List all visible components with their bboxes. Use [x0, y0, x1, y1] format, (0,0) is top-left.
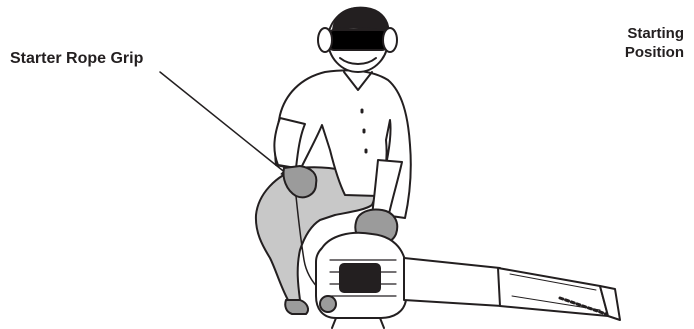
ear-muff-right [383, 28, 397, 52]
blower-engine [316, 233, 406, 328]
blower-tube [404, 258, 620, 320]
operator-head [318, 8, 397, 72]
callout-leader-line [160, 72, 292, 178]
ear-muff-left [318, 28, 332, 52]
safety-visor [329, 30, 387, 50]
